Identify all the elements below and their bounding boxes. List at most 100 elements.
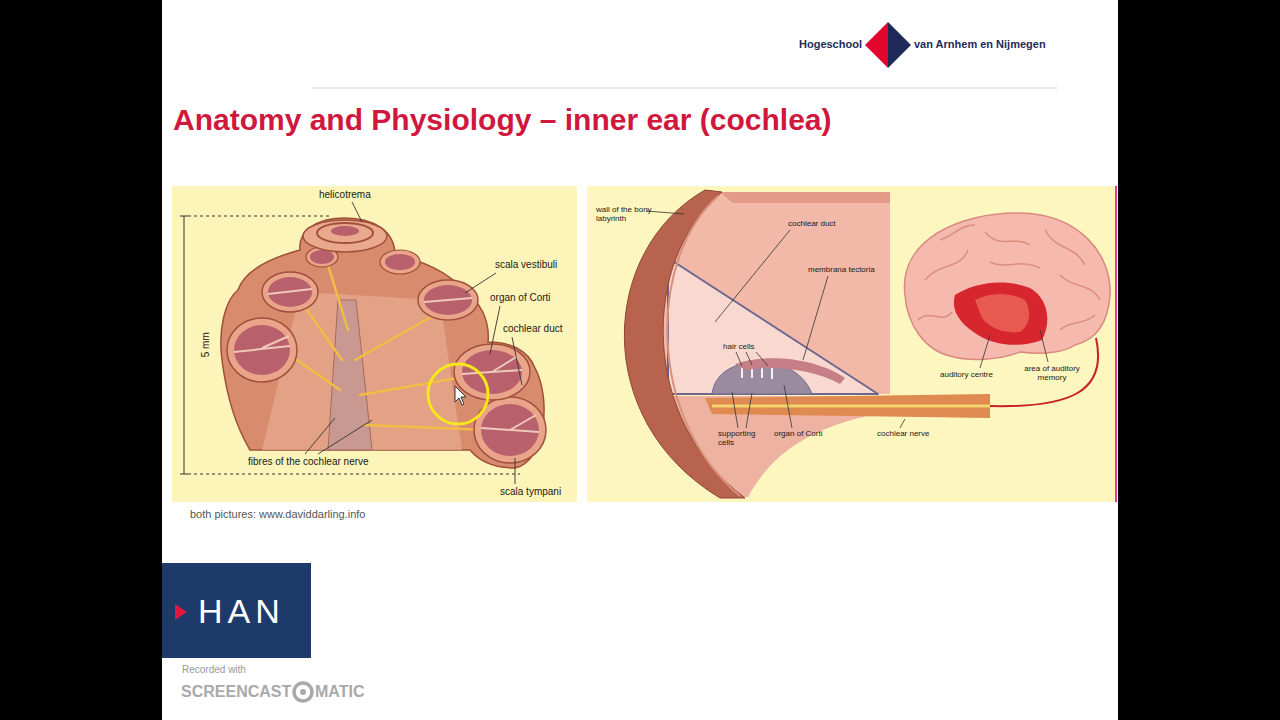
logo-diamond (888, 22, 911, 68)
part-label: organ of Corti (490, 292, 551, 304)
leader-line (736, 352, 742, 366)
part-label: auditory centre (940, 370, 993, 379)
leader-line (305, 418, 335, 454)
leader-line (512, 337, 522, 385)
part-label: helicotrema (319, 189, 371, 201)
logo-word: Hogeschool (799, 38, 862, 51)
cochlear-turns (227, 318, 297, 382)
dimension-line (188, 216, 330, 217)
cochlear-duct-section (587, 186, 1117, 502)
cochlear-turns (481, 404, 539, 456)
brain (1060, 315, 1095, 330)
logo-diamond (865, 22, 888, 68)
part-label: area of auditory memory (1016, 364, 1088, 382)
slide-background (162, 0, 1118, 720)
logo-diamond (865, 22, 911, 68)
nerve-fibres (290, 265, 488, 430)
cochlear-duct-section (587, 186, 1117, 502)
hair-cell (771, 367, 773, 379)
brain (925, 250, 968, 280)
brain (1060, 275, 1100, 300)
leader-line (318, 420, 372, 454)
part-label: cochlear duct (503, 323, 562, 335)
part-label: supporting cells (718, 429, 768, 447)
leader-line (515, 458, 516, 484)
watermark: SCREENCAST (181, 683, 291, 701)
part-label: hair cells (723, 342, 755, 351)
logo-triangle (162, 563, 192, 658)
leader-line (715, 230, 790, 322)
leader-line (746, 393, 752, 428)
helicotrema-apex (331, 226, 359, 236)
helicotrema-apex (317, 223, 373, 243)
cochlear-turns (234, 325, 290, 375)
dimension-line (188, 474, 520, 475)
part-label: wall of the bony labyrinth (596, 205, 658, 223)
part-label: membrana tectoria (808, 265, 875, 274)
leader-line (490, 306, 500, 354)
cochlea-section (172, 186, 577, 502)
auditory-area (954, 282, 1048, 344)
leader-line (784, 385, 792, 428)
part-label: fibres of the cochlear nerve (248, 456, 369, 468)
dimension-label: 5 mm (199, 332, 211, 357)
part-label: scala vestibuli (495, 259, 557, 271)
recorder-logo (294, 683, 312, 701)
cochlear-turns (385, 254, 415, 270)
dimension-line (180, 216, 188, 217)
brain (990, 262, 1040, 268)
brain (985, 232, 1030, 245)
duct-triangle (668, 258, 878, 394)
cochlea-body (221, 218, 544, 468)
cochlear-turns (462, 350, 522, 394)
cursor-highlight (428, 364, 488, 424)
logo-triangle (175, 604, 187, 620)
nerve-fibres (290, 355, 340, 390)
part-label: cochlear nerve (877, 429, 929, 438)
cochlear-turns (462, 356, 522, 374)
cochlear-turns (310, 250, 334, 264)
leader-line (305, 202, 522, 484)
nerve-fibres (365, 425, 488, 430)
header-rule (312, 88, 1057, 89)
cochlear-turns (424, 285, 472, 315)
brain (904, 213, 1110, 360)
modiolus (328, 300, 372, 450)
cursor-highlight (455, 386, 466, 405)
cochlear-turns (268, 277, 312, 307)
brain (918, 312, 952, 320)
cochlear-turns (227, 247, 546, 463)
helicotrema-apex (303, 220, 387, 252)
cochlea-section (172, 186, 577, 502)
recorder-logo (294, 683, 312, 701)
logo-text: HAN (198, 591, 285, 631)
nerve-band (705, 394, 990, 418)
hair-cell (741, 367, 743, 378)
cochlear-turns (262, 272, 318, 312)
helicotrema-apex (303, 220, 387, 252)
leader-line (756, 352, 768, 366)
watermark: MATIC (315, 683, 364, 701)
cochlear-duct-section (712, 405, 990, 408)
slide-title: Anatomy and Physiology – inner ear (coch… (173, 103, 832, 138)
recorder-logo (300, 689, 306, 695)
leader-line (803, 276, 828, 360)
brain (940, 225, 975, 240)
cursor-highlight (428, 364, 488, 424)
nerve-fibres (328, 265, 348, 330)
cochlear-turns (268, 289, 312, 294)
cochlear-turns (424, 298, 472, 302)
leader-line (352, 202, 362, 222)
cochlear-turns (481, 415, 539, 432)
leader-line (980, 335, 990, 368)
dimension-line (180, 474, 188, 475)
leader-line (465, 273, 496, 293)
dimension-line (184, 216, 185, 474)
part-label: scala tympani (500, 486, 561, 498)
brain (975, 294, 1029, 332)
tectorial-membrane (735, 358, 845, 384)
auditory-pathway (990, 338, 1098, 406)
part-label: cochlear duct (788, 219, 836, 228)
